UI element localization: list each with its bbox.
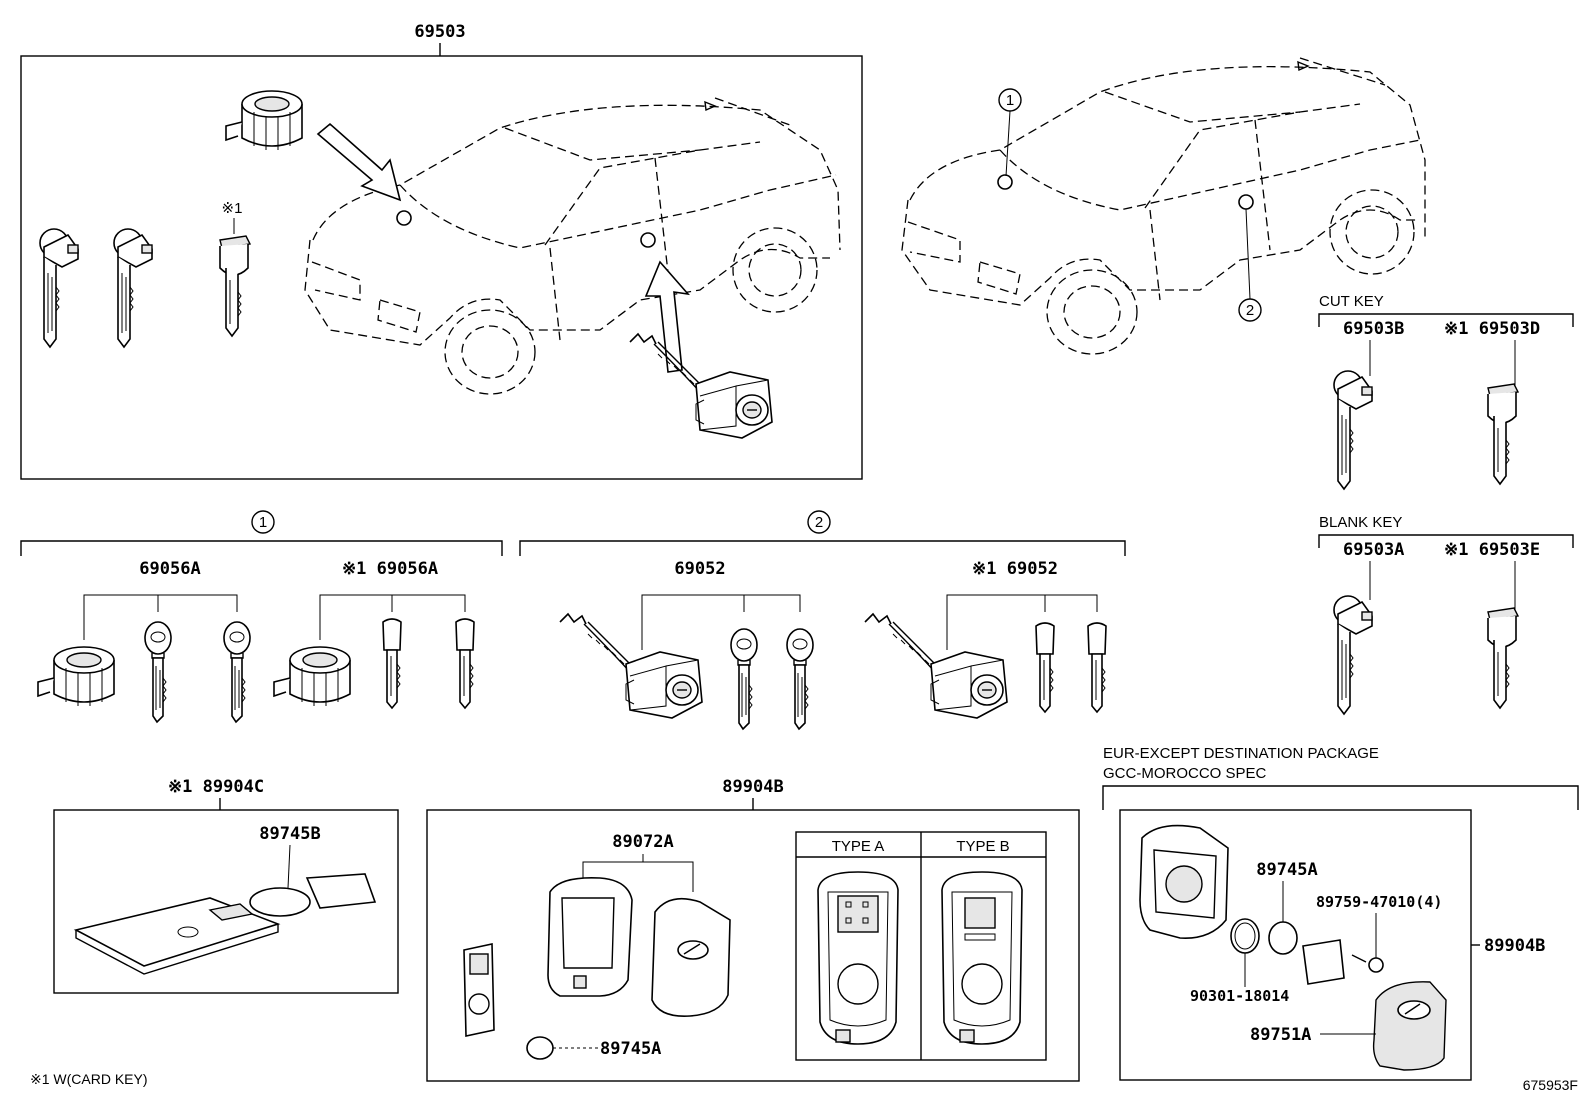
key-part-g2a-1 (730, 628, 758, 730)
label-69052-card: ※1 69052 (972, 559, 1058, 579)
label-69503A: 69503A (1343, 540, 1404, 560)
ignition-cylinder-part (225, 90, 303, 151)
cylinder-part-g1a (37, 646, 115, 707)
group-circle-2: 2 69052 ※1 69052 (519, 510, 1126, 730)
key-part-g1a-1 (144, 621, 172, 723)
label-69503: 69503 (414, 22, 465, 42)
label-69503B: 69503B (1343, 319, 1404, 339)
box-69503 (20, 55, 863, 480)
door-lock-part-g2a (559, 613, 703, 719)
note-mark-top: ※1 (222, 200, 243, 217)
blank-key-group: BLANK KEY 69503A ※1 69503E (1318, 514, 1574, 715)
card-key-part-top (219, 235, 251, 337)
blank-key-part-b (1487, 607, 1519, 709)
box-89904C (53, 809, 399, 994)
label-89759-47010: 89759-47010(4) (1316, 893, 1442, 911)
eur-line-1: EUR-EXCEPT DESTINATION PACKAGE (1103, 745, 1379, 762)
label-69056A-card: ※1 69056A (342, 559, 438, 579)
key-left-1 (39, 228, 79, 348)
key-part-g1a-2 (223, 621, 251, 723)
cut-key-heading: CUT KEY (1319, 293, 1384, 310)
key-part-g2a-2 (786, 628, 814, 730)
group-69503: 69503 (20, 22, 863, 480)
cut-key-group: CUT KEY 69503B ※1 69503D (1318, 293, 1574, 490)
cut-key-part-a (1333, 370, 1373, 490)
key-part-g1b-1 (382, 618, 402, 709)
eur-line-2: GCC-MOROCCO SPEC (1103, 765, 1267, 782)
label-69056A: 69056A (139, 559, 200, 579)
label-89751A: 89751A (1250, 1025, 1311, 1045)
label-69052: 69052 (674, 559, 725, 579)
label-90301-18014: 90301-18014 (1190, 987, 1289, 1005)
blank-key-part-a (1333, 595, 1373, 715)
diagram-id: 675953F (1523, 1077, 1578, 1093)
arrow-to-door (644, 260, 691, 373)
door-lock-part-g2b (864, 613, 1008, 719)
label-69503E: ※1 69503E (1444, 540, 1540, 560)
callout-1-bracket: 1 (259, 514, 267, 531)
box-89904B (426, 809, 1080, 1082)
label-89904B-eur: 89904B (1484, 936, 1545, 956)
type-a-board (817, 871, 899, 1045)
type-a-label: TYPE A (832, 838, 885, 855)
group-circle-1: 1 69056A ※1 69056A (20, 510, 503, 723)
key-part-g2b-2 (1087, 622, 1107, 713)
label-89745B: 89745B (259, 824, 320, 844)
label-89072A: 89072A (612, 832, 673, 852)
footnote: ※1 W(CARD KEY) (30, 1071, 148, 1087)
label-89904B: 89904B (722, 777, 783, 797)
type-b-board (941, 871, 1023, 1045)
vehicle-illustration-left (304, 97, 841, 395)
label-69503D: ※1 69503D (1444, 319, 1540, 339)
callout-1-top: 1 (1006, 92, 1014, 109)
card-key-assembly: ※1 89904C 89745B (53, 777, 399, 994)
cut-key-part-b (1487, 383, 1519, 485)
cylinder-part-g1b (273, 646, 351, 707)
key-part-g2b-1 (1035, 622, 1055, 713)
smart-key-assembly: 89904B 89072A 89745A TYPE A TYPE B (426, 777, 1080, 1082)
arrow-to-hood (316, 122, 402, 202)
key-part-g1b-2 (455, 618, 475, 709)
type-b-label: TYPE B (956, 838, 1009, 855)
label-89745A-smart: 89745A (600, 1039, 661, 1059)
vehicle-illustration-right: 1 2 (901, 57, 1426, 355)
door-lock-part-top (629, 333, 773, 439)
callout-2-top: 2 (1246, 302, 1254, 319)
key-left-2 (113, 228, 153, 348)
label-89745A-eur: 89745A (1256, 860, 1317, 880)
callout-2-bracket: 2 (815, 514, 823, 531)
blank-key-heading: BLANK KEY (1319, 514, 1402, 531)
eur-except-assembly: EUR-EXCEPT DESTINATION PACKAGE GCC-MOROC… (1102, 745, 1579, 1081)
label-89904C: ※1 89904C (168, 777, 264, 797)
